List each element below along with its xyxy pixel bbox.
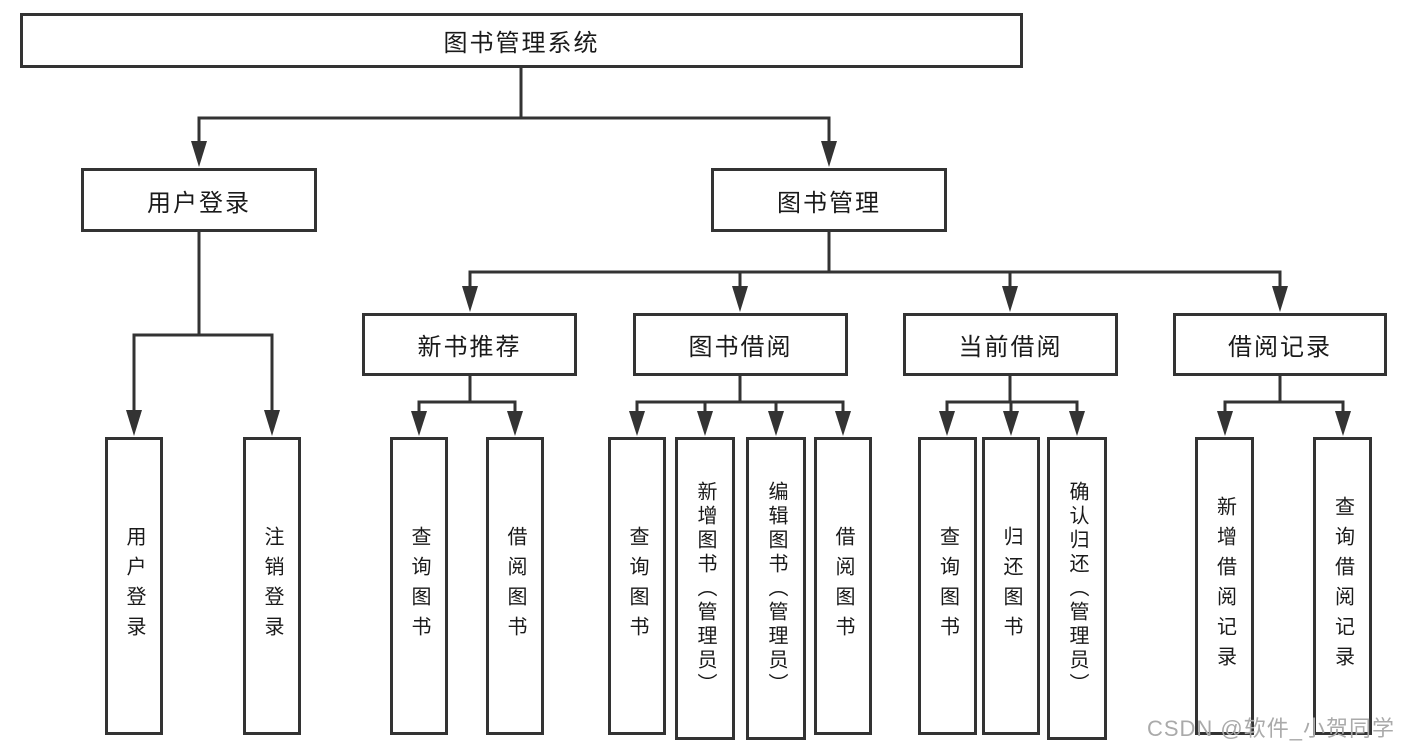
watermark: CSDN @软件_小贺同学: [1146, 716, 1395, 741]
leaf-logout: 注销登录: [243, 437, 301, 735]
leaf-borrow-books: 借阅图书: [814, 437, 872, 735]
node-label: 当前借阅: [958, 334, 1063, 361]
leaf-query-borrow-record: 查询借阅记录: [1313, 437, 1372, 735]
leaf-label: 新增借阅记录: [1213, 496, 1236, 676]
leaf-label: 查询图书: [626, 526, 648, 646]
leaf-label: 归还图书: [1000, 526, 1022, 646]
leaf-label: 确认归还（管理员）: [1066, 480, 1088, 697]
node-new-book-recommendation: 新书推荐: [362, 313, 577, 376]
leaf-add-books-admin: 新增图书（管理员）: [675, 437, 735, 740]
leaf-query-books: 查询图书: [608, 437, 666, 735]
leaf-label: 查询图书: [936, 526, 959, 646]
leaf-label: 借阅图书: [504, 526, 526, 646]
node-label: 图书借阅: [688, 334, 793, 361]
leaf-confirm-return-admin: 确认归还（管理员）: [1047, 437, 1107, 740]
leaf-borrow-books: 借阅图书: [486, 437, 544, 735]
node-label: 借阅记录: [1228, 334, 1332, 361]
leaf-return-books: 归还图书: [982, 437, 1040, 735]
leaf-label: 查询图书: [408, 526, 430, 646]
node-label: 图书管理系统: [443, 30, 600, 57]
leaf-label: 用户登录: [123, 526, 145, 646]
node-book-management: 图书管理: [711, 168, 947, 232]
leaf-label: 借阅图书: [832, 526, 854, 646]
leaf-user-login: 用户登录: [105, 437, 163, 735]
leaf-query-books: 查询图书: [390, 437, 448, 735]
node-library-system: 图书管理系统: [20, 13, 1023, 68]
leaf-label: 查询借阅记录: [1331, 496, 1354, 676]
node-borrowing-records: 借阅记录: [1173, 313, 1387, 376]
node-current-borrowing: 当前借阅: [903, 313, 1118, 376]
node-label: 用户登录: [147, 189, 251, 217]
node-book-borrowing: 图书借阅: [633, 313, 848, 376]
leaf-label: 编辑图书（管理员）: [765, 480, 787, 697]
node-user-login: 用户登录: [81, 168, 317, 232]
node-label: 新书推荐: [417, 334, 522, 361]
leaf-label: 注销登录: [261, 526, 283, 646]
leaf-label: 新增图书（管理员）: [694, 480, 716, 697]
node-label: 图书管理: [777, 189, 881, 217]
leaf-add-borrow-record: 新增借阅记录: [1195, 437, 1254, 735]
leaf-edit-books-admin: 编辑图书（管理员）: [746, 437, 806, 740]
leaf-query-books: 查询图书: [918, 437, 977, 735]
